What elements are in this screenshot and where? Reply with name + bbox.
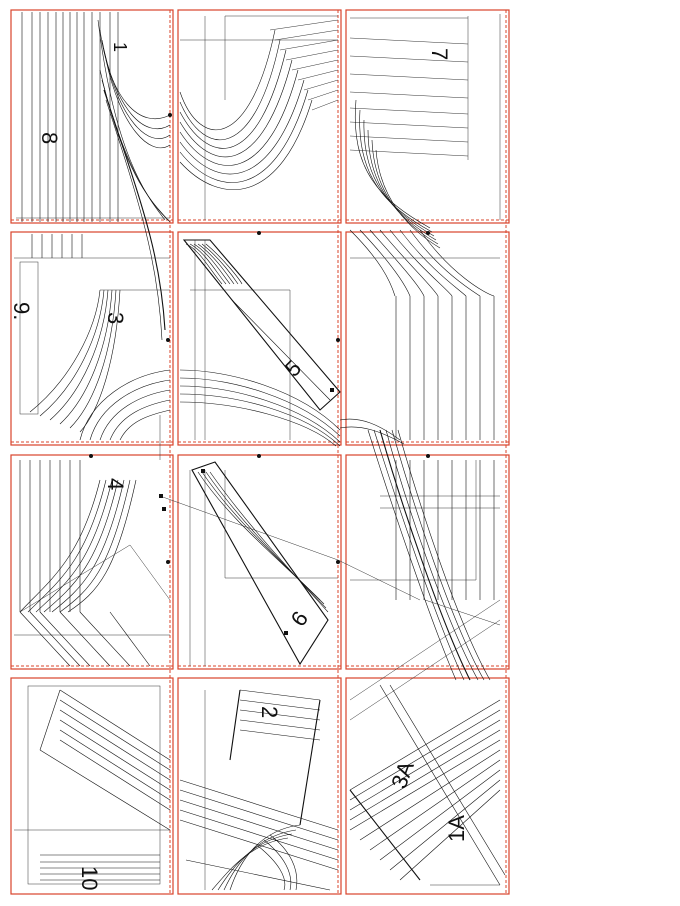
label-piece-9: 9. (9, 302, 34, 320)
tile-r2-c1 (10, 231, 174, 446)
piece-6-lines (189, 461, 338, 666)
label-piece-3a: 3A (386, 758, 419, 792)
tile-r3-c2 (177, 454, 342, 670)
tile-r2-c2 (177, 231, 342, 446)
label-piece-1a: 1A (444, 815, 469, 842)
label-piece-5: 5 (280, 355, 306, 381)
tile-r4-c2 (177, 677, 342, 895)
tile-r4-c1 (10, 677, 174, 895)
piece-10-lines (14, 685, 171, 885)
label-piece-7: 7 (427, 48, 452, 60)
notch-markers (89, 113, 430, 635)
piece-3-lines (14, 234, 405, 460)
piece-8-lines (16, 12, 170, 222)
label-piece-1: 1 (110, 42, 130, 52)
tile-r3-c1 (10, 454, 174, 670)
label-piece-3: 3 (103, 312, 128, 324)
tile-r2-c3 (345, 231, 510, 446)
piece-7-lines (349, 14, 501, 249)
piece-5-lines (182, 239, 341, 440)
piece-1a-3a-lines (349, 684, 506, 886)
right-stripes (349, 229, 501, 721)
piece-labels: 1 2 3 1A 3A 4 5 6 7 8 9. 10 (9, 42, 469, 890)
piece-1-lines (97, 15, 339, 341)
tile-grid (10, 9, 510, 895)
tile-r1-c2 (177, 9, 342, 224)
piece-2-lines (179, 689, 339, 891)
label-piece-8: 8 (37, 132, 62, 144)
tile-r3-c3 (345, 454, 510, 670)
label-piece-2: 2 (257, 706, 282, 718)
tile-r1-c3 (345, 9, 510, 224)
label-piece-10: 10 (77, 866, 102, 890)
piece-4-lines (14, 460, 421, 667)
label-piece-6: 6 (286, 606, 314, 630)
tile-r1-c1 (10, 9, 174, 224)
label-piece-4: 4 (103, 478, 128, 490)
tile-r4-c3 (345, 677, 510, 895)
